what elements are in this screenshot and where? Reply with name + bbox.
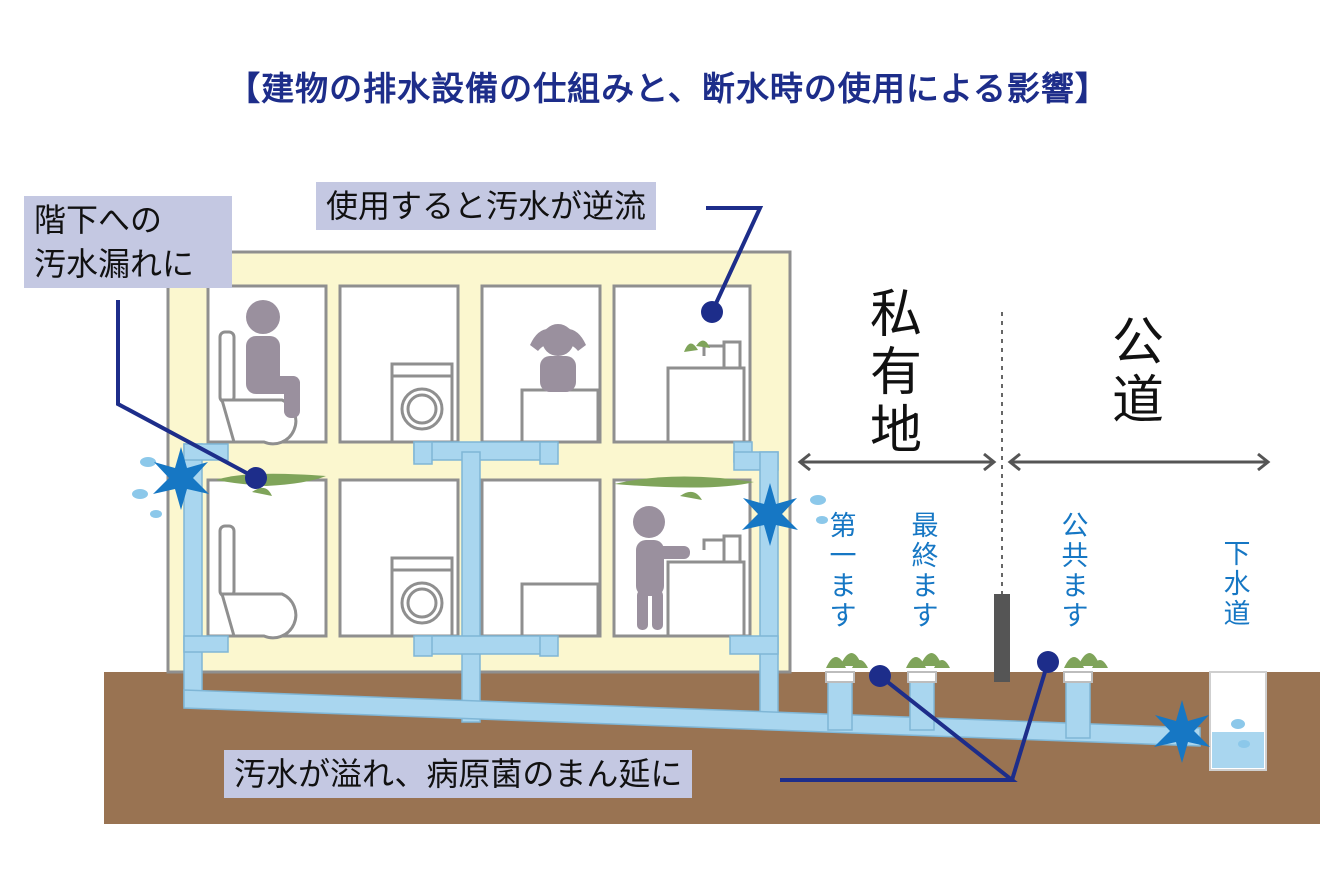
label-sewer: 下水道 [1223,539,1251,630]
bathtub-icon [520,388,600,444]
page-title: 【建物の排水設備の仕組みと、断水時の使用による影響】 [227,69,1109,108]
burst-star-icon [742,483,798,546]
person-holding-head-icon [530,324,586,392]
person-standing-icon [633,506,690,630]
sewage-leak [216,340,1108,668]
label-public-basin: 公共ます [1061,511,1089,632]
callout-backflow: 使用すると汚水が逆流 [316,182,657,230]
zone-public-label: 公道 [1111,313,1164,431]
sink-icon [666,340,746,444]
callout-overflow: 汚水が溢れ、病原菌のまん延に [224,750,693,798]
sink-icon [666,534,746,638]
burst-star-icon [1154,700,1210,763]
label-first-basin: 第一ます [829,511,857,632]
callout-downstairs-leak: 階下への 汚水漏れに [24,196,232,288]
callout-line: 汚水漏れに [34,245,195,283]
drain-pipe [183,441,1201,747]
water-splash [132,457,1250,748]
toilet-icon [218,524,298,640]
callout-dot [245,301,1059,687]
zone-private-label: 私有地 [869,285,922,461]
callout-line: 階下への [34,201,163,239]
washing-machine-icon [390,556,454,638]
person-sitting-icon [246,300,300,418]
inspection-basin [825,671,1093,683]
callout-leader [116,206,1050,782]
label-final-basin: 最終ます [911,511,939,632]
burst-star-icon [153,447,209,510]
washing-machine-icon [390,362,454,444]
boundary-post [994,594,1010,682]
bathtub-icon [520,582,600,638]
zone-arrow [797,452,1271,472]
